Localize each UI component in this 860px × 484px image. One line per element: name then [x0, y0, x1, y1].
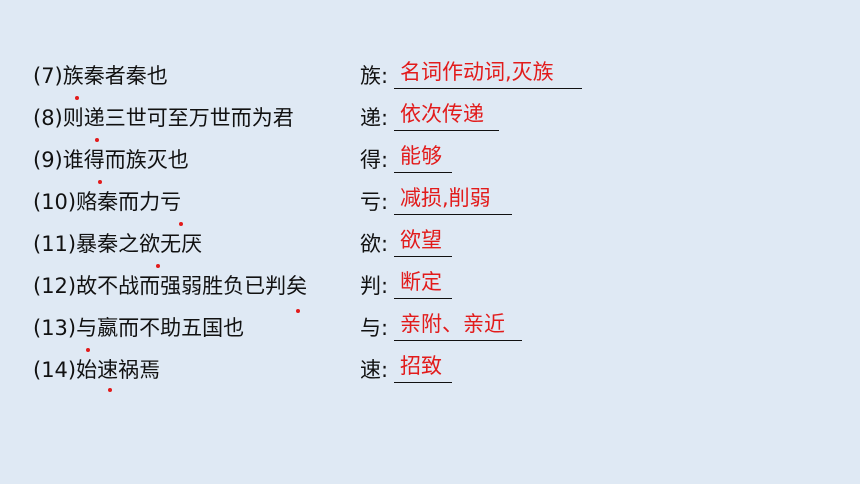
answer-blank	[394, 214, 512, 215]
answer-text: 依次传递	[400, 102, 484, 126]
sentence-text: (14)始速祸焉	[33, 358, 161, 382]
target-word-label: 判:	[360, 274, 389, 298]
list-item: (10)赂秦而力亏 亏: 减损,削弱	[0, 184, 860, 226]
answer-blank	[394, 298, 452, 299]
emphasis-dot	[98, 180, 102, 184]
target-word-label: 亏:	[360, 190, 389, 214]
answer-blank	[394, 130, 499, 131]
answer-text: 能够	[400, 144, 442, 168]
answer-text: 亲附、亲近	[400, 312, 505, 336]
target-word-label: 递:	[360, 106, 389, 130]
sentence-text: (11)暴秦之欲无厌	[33, 232, 203, 256]
emphasis-dot	[75, 96, 79, 100]
target-word-label: 与:	[360, 316, 389, 340]
answer-blank	[394, 256, 452, 257]
sentence-text: (7)族秦者秦也	[33, 64, 168, 88]
answer-blank	[394, 88, 582, 89]
answer-text: 招致	[400, 354, 442, 378]
emphasis-dot	[179, 222, 183, 226]
list-item: (9)谁得而族灭也 得: 能够	[0, 142, 860, 184]
answer-text: 断定	[400, 270, 442, 294]
sentence-text: (12)故不战而强弱胜负已判矣	[33, 274, 308, 298]
answer-text: 名词作动词,灭族	[400, 60, 554, 84]
list-item: (14)始速祸焉 速: 招致	[0, 352, 860, 392]
list-item: (7)族秦者秦也 族: 名词作动词,灭族	[0, 58, 860, 100]
answer-blank	[394, 340, 522, 341]
emphasis-dot	[86, 348, 90, 352]
emphasis-dot	[108, 388, 112, 392]
answer-blank	[394, 172, 452, 173]
target-word-label: 欲:	[360, 232, 389, 256]
sentence-text: (13)与嬴而不助五国也	[33, 316, 245, 340]
list-item: (12)故不战而强弱胜负已判矣 判: 断定	[0, 268, 860, 313]
answer-blank	[394, 382, 452, 383]
sentence-text: (8)则递三世可至万世而为君	[33, 106, 294, 130]
sentence-text: (9)谁得而族灭也	[33, 148, 189, 172]
target-word-label: 速:	[360, 358, 389, 382]
emphasis-dot	[95, 138, 99, 142]
list-item: (11)暴秦之欲无厌 欲: 欲望	[0, 226, 860, 268]
answer-text: 欲望	[400, 228, 442, 252]
answer-text: 减损,削弱	[400, 186, 491, 210]
target-word-label: 族:	[360, 64, 389, 88]
list-item: (13)与嬴而不助五国也 与: 亲附、亲近	[0, 310, 860, 352]
emphasis-dot	[156, 264, 160, 268]
list-item: (8)则递三世可至万世而为君 递: 依次传递	[0, 100, 860, 142]
target-word-label: 得:	[360, 148, 389, 172]
emphasis-dot	[296, 309, 300, 313]
sentence-text: (10)赂秦而力亏	[33, 190, 182, 214]
